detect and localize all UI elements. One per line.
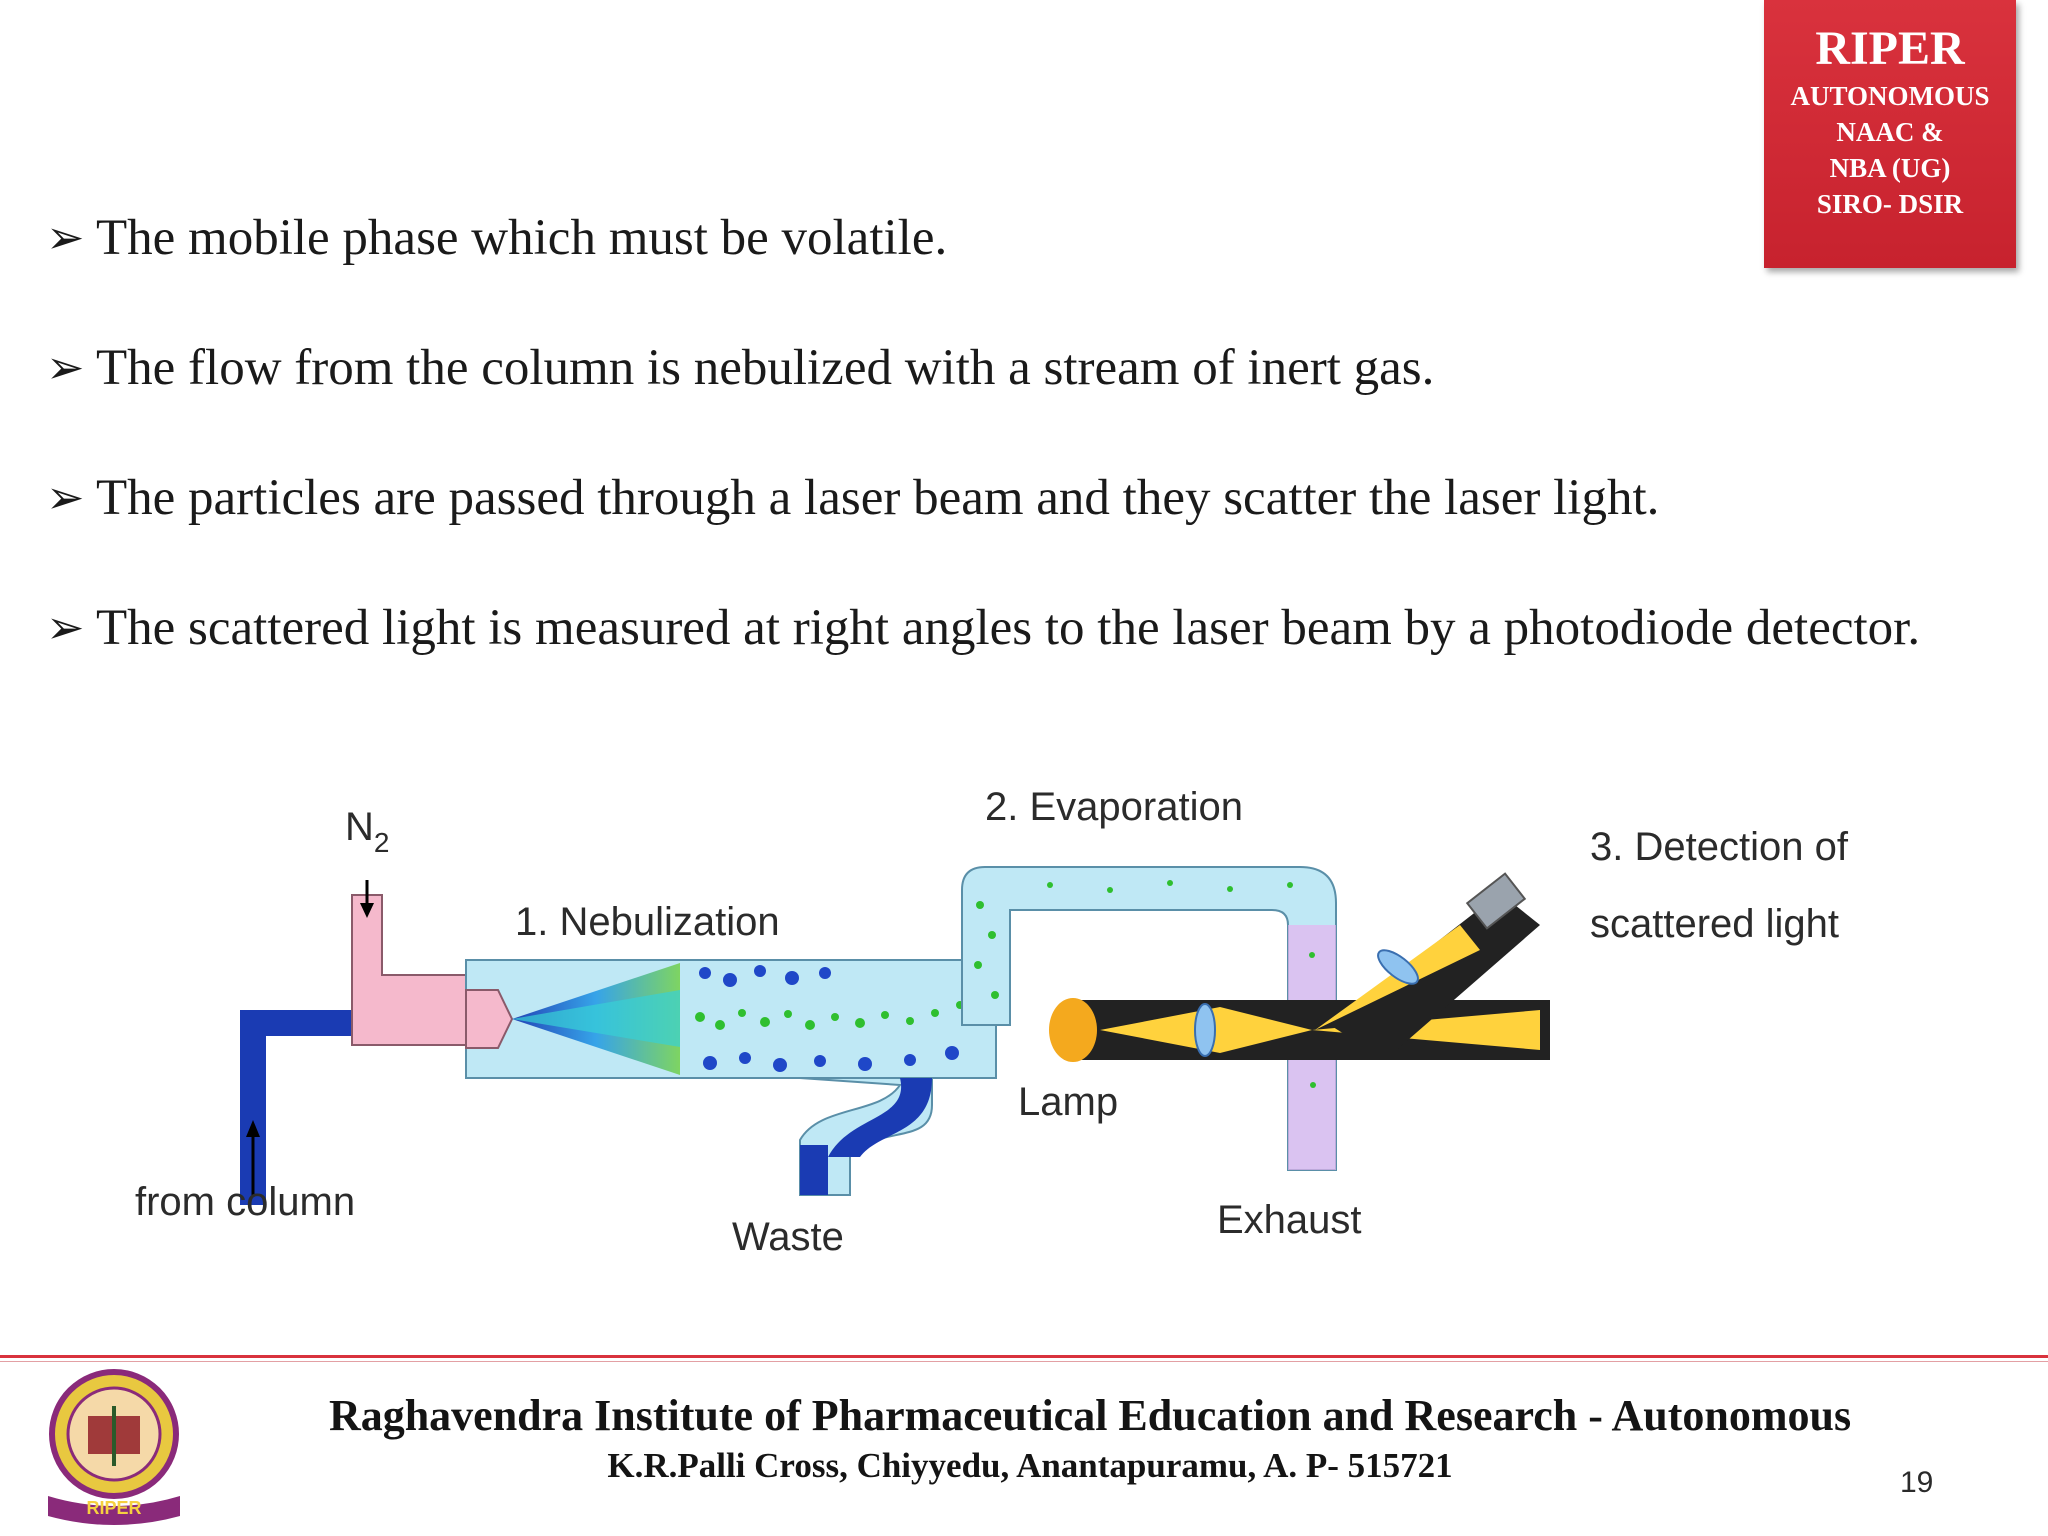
- institution-name: Raghavendra Institute of Pharmaceutical …: [328, 1391, 1852, 1440]
- detection-label-line1: 3. Detection of: [1590, 825, 1849, 869]
- exhaust-label: Exhaust: [1217, 1198, 1362, 1242]
- elsd-diagram: N2 1. Nebulization 2. Evaporation 3. Det…: [135, 785, 1849, 1259]
- bullet-item: ➢ The scattered light is measured at rig…: [46, 578, 2006, 678]
- waste-label: Waste: [732, 1215, 844, 1259]
- bullet-arrow-icon: ➢: [46, 342, 85, 393]
- bullet-arrow-icon: ➢: [46, 472, 85, 523]
- bullet-text: The scattered light is measured at right…: [96, 600, 1921, 656]
- bullet-text: The particles are passed through a laser…: [96, 470, 1660, 526]
- footer-divider-thin: [0, 1361, 2048, 1362]
- badge-line-1: AUTONOMOUS: [1790, 81, 1990, 111]
- bullet-item: ➢ The particles are passed through a las…: [46, 448, 2006, 548]
- logo-text: RIPER: [86, 1498, 141, 1518]
- badge-line-4: SIRO- DSIR: [1816, 189, 1964, 219]
- institution-logo: RIPER: [48, 1369, 180, 1525]
- waste-drain: [799, 1077, 933, 1196]
- n2-label: N2: [345, 805, 389, 858]
- bullet-item: ➢ The flow from the column is nebulized …: [46, 318, 2006, 418]
- bullet-arrow-icon: ➢: [46, 212, 85, 263]
- bullet-text: The flow from the column is nebulized wi…: [96, 340, 1435, 396]
- accreditation-badge: RIPER AUTONOMOUS NAAC & NBA (UG) SIRO- D…: [1764, 0, 2016, 268]
- bullet-item: ➢ The mobile phase which must be volatil…: [46, 188, 2006, 288]
- evaporation-label: 2. Evaporation: [985, 785, 1243, 829]
- lamp-label: Lamp: [1018, 1080, 1118, 1124]
- badge-title: RIPER: [1815, 22, 1965, 75]
- bullet-arrow-icon: ➢: [46, 602, 85, 653]
- from-column-label: from column: [135, 1180, 355, 1224]
- badge-line-2: NAAC &: [1836, 117, 1944, 147]
- bullet-text: The mobile phase which must be volatile.: [96, 210, 948, 266]
- footer-divider: [0, 1355, 2048, 1358]
- institution-address: K.R.Palli Cross, Chiyyedu, Anantapuramu,…: [607, 1446, 1453, 1485]
- droplets: [695, 965, 964, 1072]
- detection-label-line2: scattered light: [1590, 902, 1839, 946]
- page-number: 19: [1900, 1466, 1934, 1499]
- nitrogen-tube: [351, 880, 481, 1046]
- light-path: [1049, 872, 1550, 1062]
- badge-line-3: NBA (UG): [1829, 153, 1951, 183]
- nebulization-label: 1. Nebulization: [515, 900, 780, 944]
- bullet-list: ➢ The mobile phase which must be volatil…: [46, 188, 2006, 708]
